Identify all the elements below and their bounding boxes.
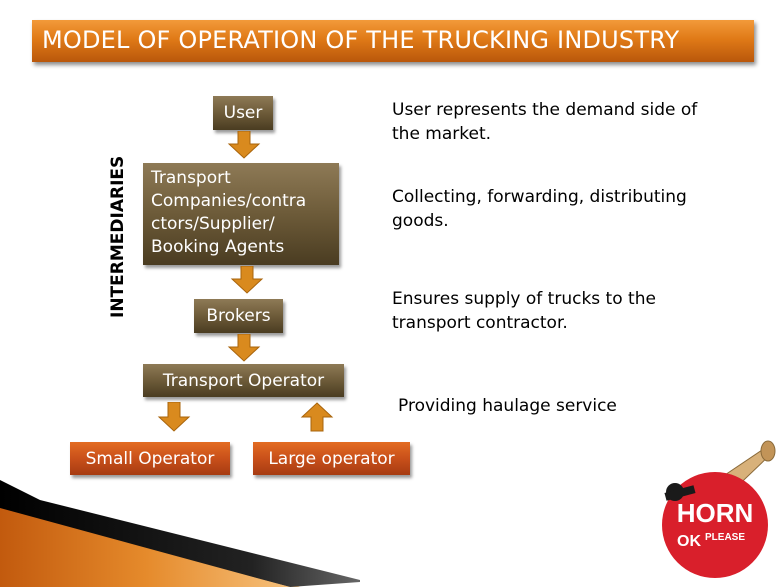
- arrow-down-icon: [227, 131, 261, 159]
- transport-operator-box-label: Transport Operator: [162, 370, 325, 391]
- user-box-label: User: [223, 103, 263, 123]
- user-description: User represents the demand side of the m…: [392, 98, 697, 146]
- arrow-down-icon: [157, 402, 191, 432]
- slide-title: MODEL OF OPERATION OF THE TRUCKING INDUS…: [42, 26, 680, 54]
- arrow-up-icon: [300, 402, 334, 432]
- intermediaries-label: INTERMEDIARIES: [108, 155, 128, 318]
- small-operator-box-label: Small Operator: [85, 448, 215, 469]
- transport-companies-line-4: Booking Agents: [151, 237, 285, 257]
- user-description-line-2: the market.: [392, 124, 492, 144]
- arrow-down-icon: [227, 334, 261, 362]
- brokers-box: Brokers: [194, 299, 283, 333]
- transport-companies-line-1: Transport: [151, 168, 231, 188]
- logo-ok-text: OK: [677, 533, 701, 550]
- transport-operator-description: Providing haulage service: [398, 394, 617, 418]
- transport-operator-box: Transport Operator: [143, 364, 344, 397]
- small-operator-box: Small Operator: [70, 442, 230, 475]
- transport-companies-line-3: ctors/Supplier/: [151, 214, 275, 234]
- user-description-line-1: User represents the demand side of: [392, 100, 698, 120]
- transport-companies-description: Collecting, forwarding, distributing goo…: [392, 185, 687, 233]
- title-banner: MODEL OF OPERATION OF THE TRUCKING INDUS…: [32, 20, 754, 62]
- transport-companies-description-line-2: goods.: [392, 211, 449, 231]
- decorative-swoosh: [0, 480, 360, 587]
- transport-companies-description-line-1: Collecting, forwarding, distributing: [392, 187, 687, 207]
- large-operator-box: Large operator: [253, 442, 410, 475]
- logo-please-text: PLEASE: [705, 532, 745, 543]
- arrow-down-icon: [230, 266, 264, 294]
- brokers-box-label: Brokers: [206, 306, 271, 326]
- horn-ok-please-logo: HORN OK PLEASE: [662, 440, 776, 578]
- large-operator-box-label: Large operator: [268, 448, 395, 469]
- transport-operator-description-line-1: Providing haulage service: [398, 396, 617, 416]
- brokers-description-line-2: transport contractor.: [392, 313, 568, 333]
- brokers-description: Ensures supply of trucks to the transpor…: [392, 287, 656, 335]
- transport-companies-box: Transport Companies/contra ctors/Supplie…: [143, 163, 339, 265]
- user-box: User: [213, 96, 273, 130]
- transport-companies-line-2: Companies/contra: [151, 191, 307, 211]
- brokers-description-line-1: Ensures supply of trucks to the: [392, 289, 656, 309]
- logo-horn-text: HORN: [677, 498, 754, 528]
